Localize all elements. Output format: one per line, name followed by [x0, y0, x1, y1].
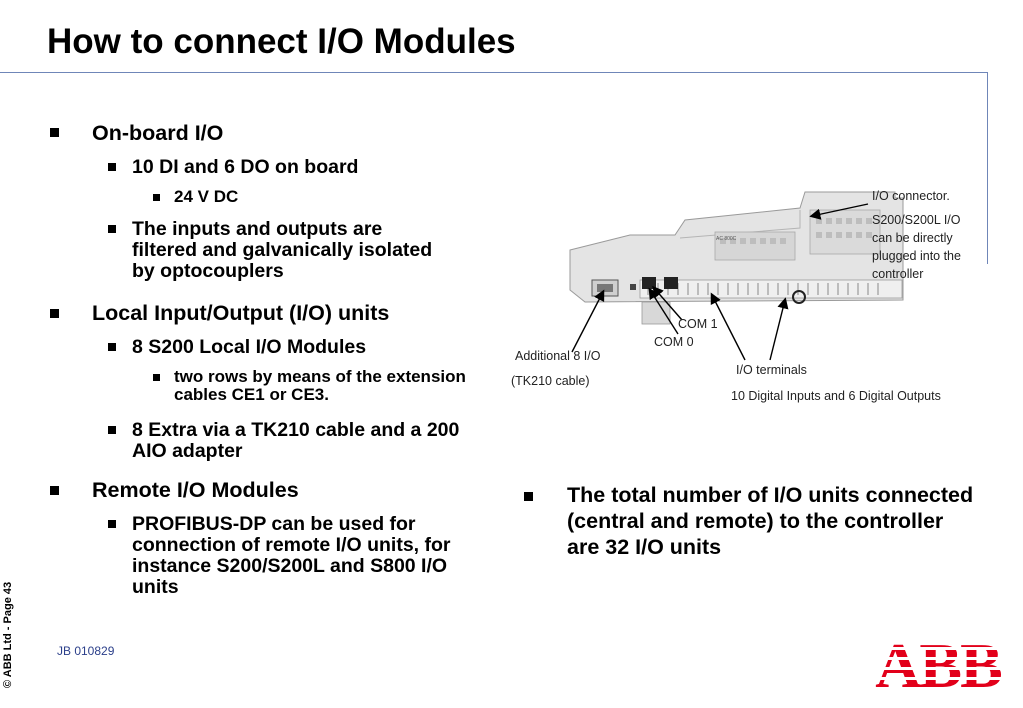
bullet-marker [108, 225, 116, 233]
bullet-marker [153, 374, 160, 381]
bullet-marker [108, 426, 116, 434]
bullet-marker [50, 486, 59, 495]
bullet-remote-io: Remote I/O Modules [92, 478, 299, 502]
abb-logo-text: ABB [875, 635, 1001, 691]
document-id: JB 010829 [57, 644, 115, 658]
controller-diagram: AC 800C I/O connector. S200/S200L I/O ca… [500, 180, 1000, 420]
bullet-marker [108, 520, 116, 528]
bullet-marker [108, 163, 116, 171]
label-s200-3: plugged into the [872, 249, 961, 263]
slide-title: How to connect I/O Modules [47, 22, 516, 61]
bullet-tk210: 8 Extra via a TK210 cable and a 200 AIO … [132, 419, 460, 463]
bullet-marker [108, 343, 116, 351]
label-tk210: (TK210 cable) [511, 374, 590, 388]
bullet-marker [153, 194, 160, 201]
bullet-di-do: 10 DI and 6 DO on board [132, 156, 359, 178]
label-s200-1: S200/S200L I/O [872, 213, 961, 227]
label-additional-io: Additional 8 I/O [515, 349, 601, 363]
right-rule [987, 72, 988, 264]
bullet-local-io: Local Input/Output (I/O) units [92, 301, 390, 325]
bullet-s200-modules: 8 S200 Local I/O Modules [132, 336, 367, 358]
bullet-marker [50, 128, 59, 137]
label-io-terminals: I/O terminals [736, 363, 807, 377]
copyright-footer: © ABB Ltd - Page 43 [2, 581, 14, 688]
label-com0: COM 0 [654, 335, 694, 349]
abb-logo: ABB [868, 635, 1008, 691]
label-io-terminals-desc: 10 Digital Inputs and 6 Digital Outputs [731, 389, 941, 403]
label-s200-4: controller [872, 267, 924, 281]
label-io-connector: I/O connector. [872, 189, 950, 203]
total-io-callout: The total number of I/O units connected … [567, 483, 974, 559]
bullet-on-board-io: On-board I/O [92, 121, 224, 145]
label-s200-2: can be directly [872, 231, 953, 245]
bullet-profibus: PROFIBUS-DP can be used for connection o… [132, 513, 451, 599]
module-label: AC 800C [716, 236, 737, 242]
bullet-marker [524, 492, 533, 501]
header-rule [0, 72, 988, 73]
bullet-marker [50, 309, 59, 318]
controller-drawing: AC 800C [569, 191, 904, 361]
bullet-24v: 24 V DC [174, 187, 239, 206]
bullet-filtered: The inputs and outputs are filtered and … [132, 218, 433, 283]
label-com1: COM 1 [678, 317, 718, 331]
bullet-two-rows: two rows by means of the extension cable… [174, 367, 466, 405]
